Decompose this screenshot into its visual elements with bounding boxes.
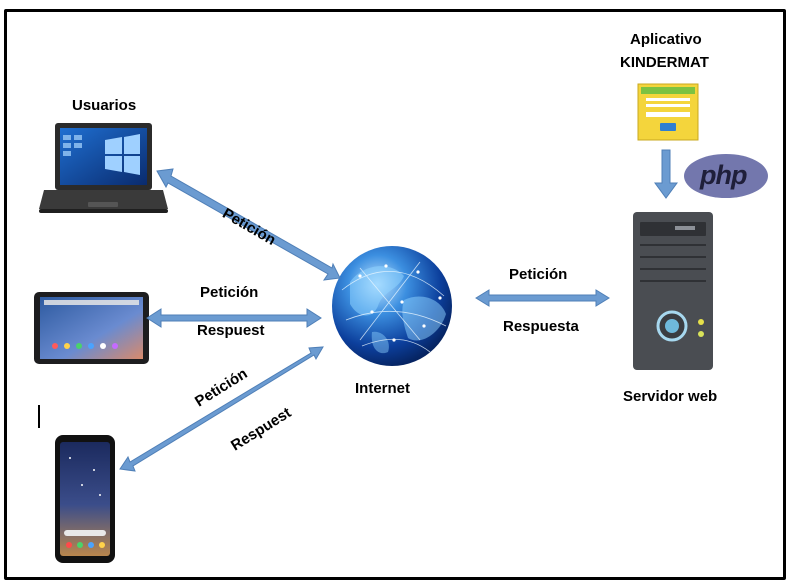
servidor-label: Servidor web [623,388,718,405]
text-cursor-mark [38,405,40,428]
php-logo-icon [684,154,768,198]
server-respuesta-label: Respuesta [503,318,579,335]
php-text: php [700,160,747,190]
kindermat-app-icon [637,83,699,141]
arrow-app-server [654,149,678,199]
arrow-phone-internet [119,346,324,472]
globe-icon [332,246,452,366]
server-icon [633,212,713,370]
tablet-icon [34,292,149,364]
tablet-respuesta-label: Respuest [197,322,265,339]
arrow-tablet-internet [146,308,322,328]
laptop-icon [39,123,168,213]
phone-icon [55,435,115,563]
arrow-laptop-internet [156,168,341,281]
server-peticion-label: Petición [509,266,568,283]
usuarios-label: Usuarios [72,97,137,114]
internet-label: Internet [355,380,411,397]
app-title-line2: KINDERMAT [620,54,709,71]
app-title-line1: Aplicativo [630,31,702,48]
tablet-peticion-label: Petición [200,284,259,301]
arrow-internet-server [475,289,610,307]
